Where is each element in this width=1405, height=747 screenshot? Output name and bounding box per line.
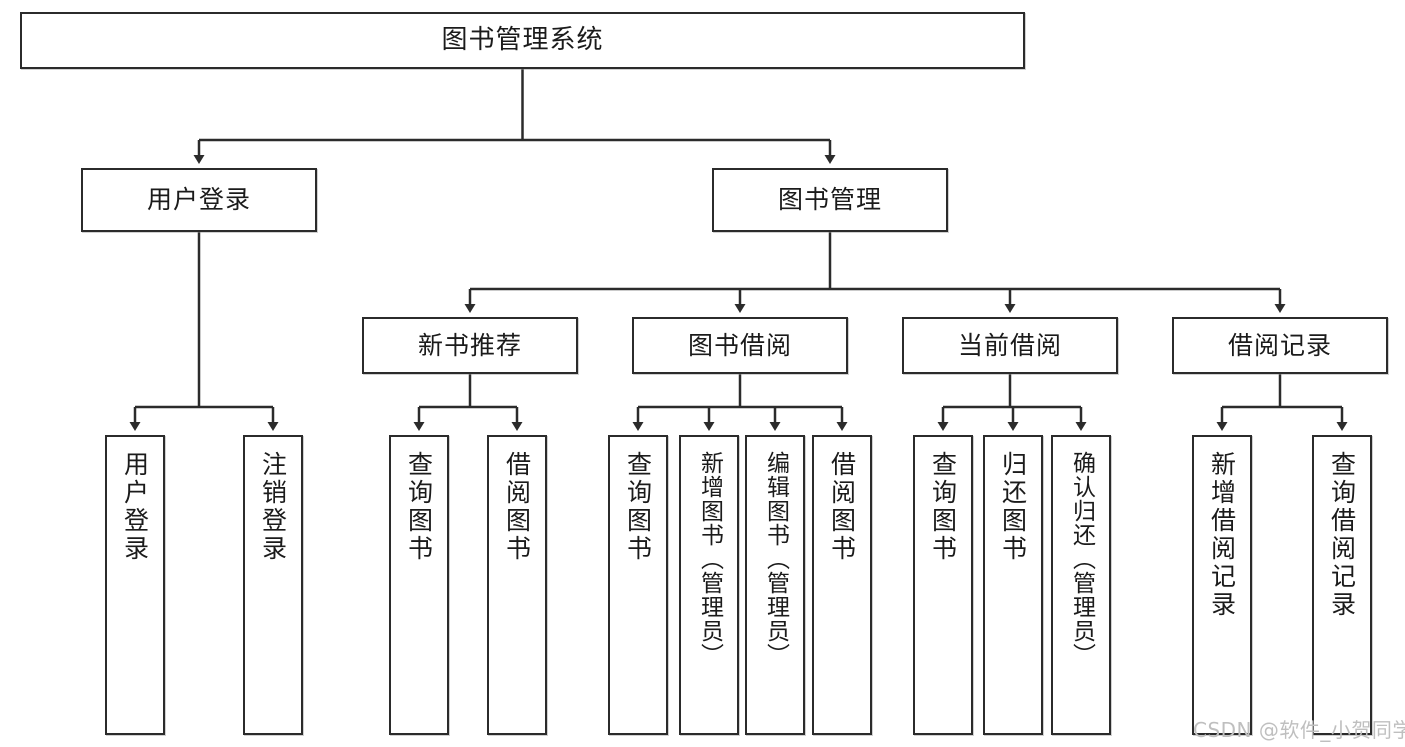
node-new-book-rec[interactable]: 新书推荐 (362, 317, 578, 374)
node-leaf-query-record[interactable]: 查询借阅记录 (1312, 435, 1372, 735)
node-label: 用户登录 (120, 451, 150, 563)
node-label: 图书管理系统 (441, 25, 604, 56)
node-leaf-query-book-2[interactable]: 查询图书 (608, 435, 668, 735)
node-label: 借阅图书 (827, 451, 857, 563)
node-leaf-borrow-book-2[interactable]: 借阅图书 (812, 435, 872, 735)
node-leaf-add-book[interactable]: 新增图书（管理员） (679, 435, 739, 735)
node-leaf-confirm-return[interactable]: 确认归还（管理员） (1051, 435, 1111, 735)
node-label: 借阅图书 (502, 451, 532, 563)
node-label: 确认归还（管理员） (1068, 451, 1095, 667)
node-label: 新增借阅记录 (1207, 451, 1237, 619)
node-label: 查询借阅记录 (1327, 451, 1357, 619)
node-label: 借阅记录 (1227, 330, 1332, 360)
node-label: 注销登录 (258, 451, 288, 563)
node-leaf-user-login[interactable]: 用户登录 (105, 435, 165, 735)
node-label: 图书借阅 (687, 330, 792, 360)
node-label: 归还图书 (998, 451, 1028, 563)
node-leaf-borrow-book-1[interactable]: 借阅图书 (487, 435, 547, 735)
node-user-login[interactable]: 用户登录 (81, 168, 317, 232)
node-label: 编辑图书（管理员） (762, 451, 789, 667)
node-label: 新增图书（管理员） (696, 451, 723, 667)
node-label: 查询图书 (623, 451, 653, 563)
node-label: 新书推荐 (417, 330, 522, 360)
node-label: 查询图书 (928, 451, 958, 563)
node-root[interactable]: 图书管理系统 (20, 12, 1025, 69)
node-label: 当前借阅 (957, 330, 1062, 360)
csdn-watermark: CSDN @软件_小贺同学 (1193, 718, 1405, 742)
node-leaf-add-record[interactable]: 新增借阅记录 (1192, 435, 1252, 735)
node-label: 查询图书 (404, 451, 434, 563)
node-leaf-edit-book[interactable]: 编辑图书（管理员） (745, 435, 805, 735)
node-leaf-query-book-3[interactable]: 查询图书 (913, 435, 973, 735)
node-leaf-return-book[interactable]: 归还图书 (983, 435, 1043, 735)
node-label: 图书管理 (777, 185, 882, 215)
node-book-manage[interactable]: 图书管理 (712, 168, 948, 232)
node-leaf-query-book-1[interactable]: 查询图书 (389, 435, 449, 735)
node-borrow-record[interactable]: 借阅记录 (1172, 317, 1388, 374)
node-label: 用户登录 (146, 185, 251, 215)
node-leaf-logout-login[interactable]: 注销登录 (243, 435, 303, 735)
node-current-borrow[interactable]: 当前借阅 (902, 317, 1118, 374)
node-book-borrow[interactable]: 图书借阅 (632, 317, 848, 374)
